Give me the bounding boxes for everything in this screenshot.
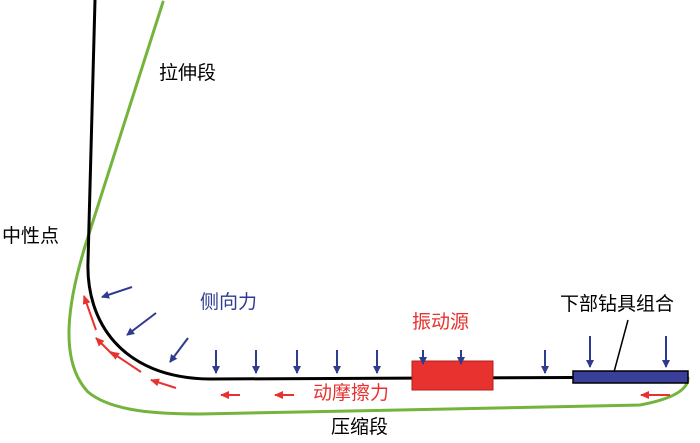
friction-arrow: [150, 378, 177, 389]
bha-label: 下部钻具组合: [560, 293, 675, 315]
compression-section-label: 压缩段: [331, 416, 389, 438]
bha-leader-line: [613, 319, 629, 373]
lateral-force-label: 侧向力: [200, 291, 258, 313]
lateral-force-arrow: [126, 312, 157, 336]
friction-arrow: [82, 295, 97, 331]
lateral-force-arrow: [101, 286, 133, 299]
dynamic-friction-label: 动摩擦力: [313, 382, 390, 404]
neutral-point-label: 中性点: [2, 225, 60, 247]
lateral-force-arrow: [169, 337, 189, 363]
vibration-source-block: [411, 360, 494, 391]
lateral-force-arrows-horizontal: [212, 336, 670, 374]
drill-string: [86, 0, 689, 381]
wellbore-outline: [67, 0, 690, 416]
bha-block: [572, 370, 689, 384]
friction-arrow: [110, 351, 142, 373]
tension-section-label: 拉伸段: [159, 62, 217, 84]
vibration-source-label: 振动源: [412, 311, 470, 333]
friction-arrows: [82, 295, 670, 399]
lateral-force-arrows-curve: [101, 286, 189, 363]
